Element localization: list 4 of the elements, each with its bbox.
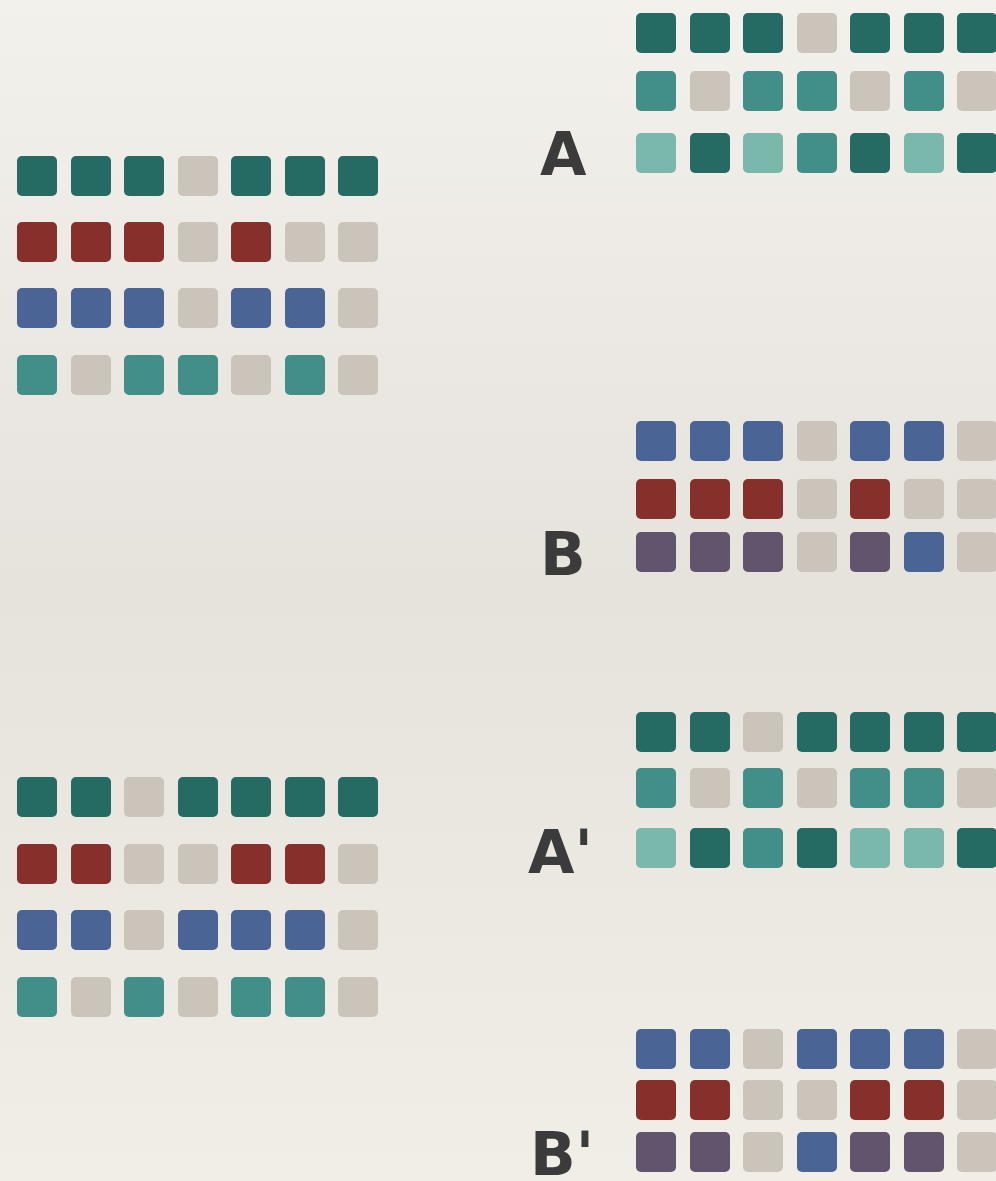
section-letter: B	[540, 524, 586, 584]
section-letter: B'	[530, 1124, 595, 1181]
section-letter: A'	[528, 822, 593, 882]
section-letter: A	[540, 124, 587, 184]
